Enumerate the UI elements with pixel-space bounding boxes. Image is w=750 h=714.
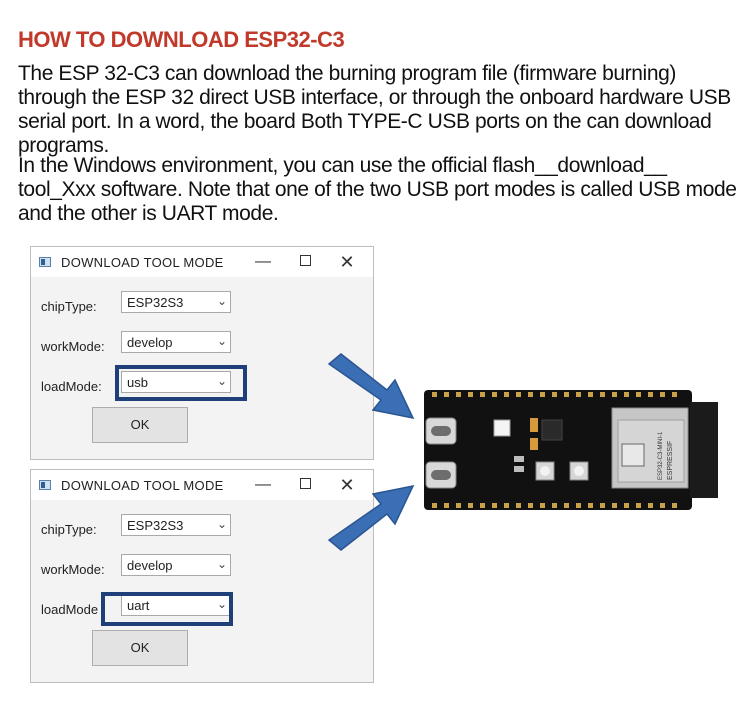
intro-paragraph: The ESP 32-C3 can download the burning p… [18, 62, 731, 157]
work-mode-value: develop [127, 335, 173, 350]
chip-type-select[interactable]: ESP32S3 ⌄ [121, 291, 231, 313]
load-mode-value: uart [127, 598, 150, 613]
maximize-button[interactable] [289, 250, 321, 274]
chevron-down-icon: ⌄ [216, 334, 227, 348]
chip-type-select[interactable]: ESP32S3 ⌄ [121, 514, 231, 536]
minimize-button[interactable]: — [255, 253, 271, 270]
chevron-down-icon: ⌄ [216, 557, 227, 571]
ok-button[interactable]: OK [92, 407, 188, 443]
download-tool-window-uart: DOWNLOAD TOOL MODE — ✕ chipType: ESP32S3… [30, 469, 374, 683]
minimize-button[interactable]: — [255, 476, 271, 493]
work-mode-label: workMode: [41, 562, 105, 577]
work-mode-select[interactable]: develop ⌄ [121, 554, 231, 576]
window-title: DOWNLOAD TOOL MODE [61, 478, 224, 493]
load-mode-value: usb [127, 375, 148, 390]
window-title: DOWNLOAD TOOL MODE [61, 255, 224, 270]
close-button[interactable]: ✕ [339, 252, 355, 272]
header-pins-top [432, 392, 677, 397]
chevron-down-icon: ⌄ [216, 294, 227, 308]
title-bar: DOWNLOAD TOOL MODE — ✕ [31, 247, 373, 277]
page-heading: HOW TO DOWNLOAD ESP32-C3 [18, 27, 345, 52]
arrow-down-right-icon [327, 353, 415, 420]
work-mode-label: workMode: [41, 339, 105, 354]
maximize-button[interactable] [289, 473, 321, 497]
chevron-down-icon: ⌄ [216, 374, 227, 388]
load-mode-highlight [101, 592, 233, 626]
title-bar: DOWNLOAD TOOL MODE — ✕ [31, 470, 373, 500]
load-mode-label: loadMode: [41, 379, 102, 394]
ok-button[interactable]: OK [92, 630, 188, 666]
esp32-c3-board-image: ESPRESSIF ESP32-C3-MINI-1 [424, 390, 718, 510]
maximize-icon [299, 478, 311, 489]
header-pins-bottom [432, 503, 677, 508]
load-mode-label: loadMode [41, 602, 99, 617]
work-mode-value: develop [127, 558, 173, 573]
work-mode-select[interactable]: develop ⌄ [121, 331, 231, 353]
app-icon [39, 257, 51, 267]
rgb-led [493, 419, 511, 437]
chip-type-label: chipType: [41, 522, 97, 537]
maximize-icon [299, 255, 311, 266]
arrow-up-right-icon [327, 484, 415, 551]
chevron-down-icon: ⌄ [216, 517, 227, 531]
app-icon [39, 480, 51, 490]
download-tool-window-usb: DOWNLOAD TOOL MODE — ✕ chipType: ESP32S3… [30, 246, 374, 460]
load-mode-select[interactable]: usb ⌄ [121, 371, 231, 393]
chip-type-label: chipType: [41, 299, 97, 314]
chip-type-value: ESP32S3 [127, 295, 184, 310]
instructions-paragraph: In the Windows environment, you can use … [18, 154, 737, 225]
load-mode-highlight [115, 365, 247, 401]
svg-text:ESPRESSIF: ESPRESSIF [667, 441, 674, 480]
chevron-down-icon: ⌄ [216, 597, 227, 611]
chip-type-value: ESP32S3 [127, 518, 184, 533]
svg-text:ESP32-C3-MINI-1: ESP32-C3-MINI-1 [658, 431, 664, 480]
close-button[interactable]: ✕ [339, 475, 355, 495]
